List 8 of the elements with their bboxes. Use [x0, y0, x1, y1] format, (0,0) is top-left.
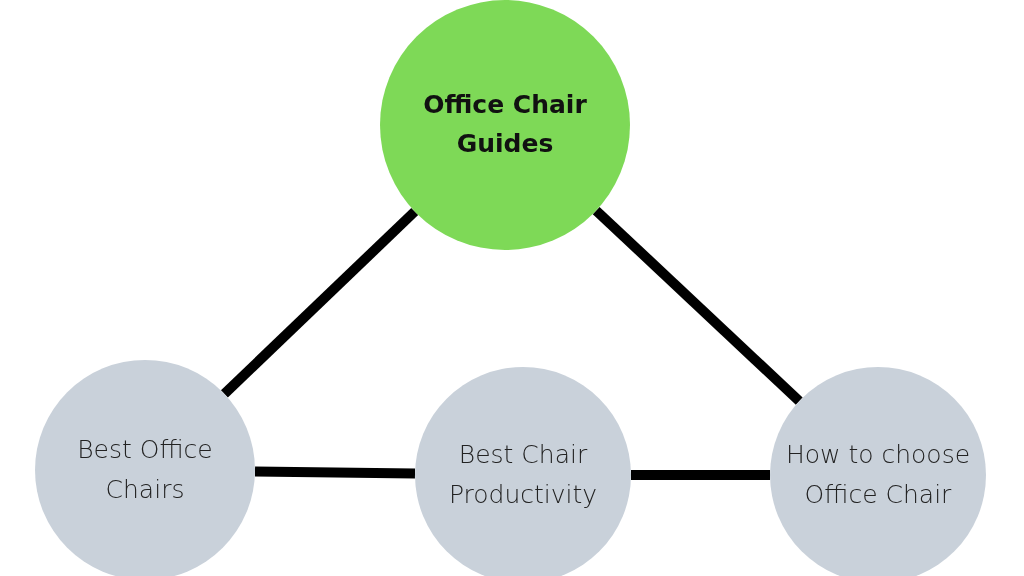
circle-label: Office Chair Guides	[422, 89, 588, 160]
connector-line	[631, 470, 770, 480]
circle-label: How to choose Office Chair	[784, 439, 972, 511]
connector-line	[592, 206, 803, 405]
circle-label: Best Chair Productivity	[447, 439, 599, 511]
circle-label: Best Office Chairs	[76, 434, 214, 506]
connector-line	[220, 207, 419, 398]
connector-line	[254, 466, 416, 479]
